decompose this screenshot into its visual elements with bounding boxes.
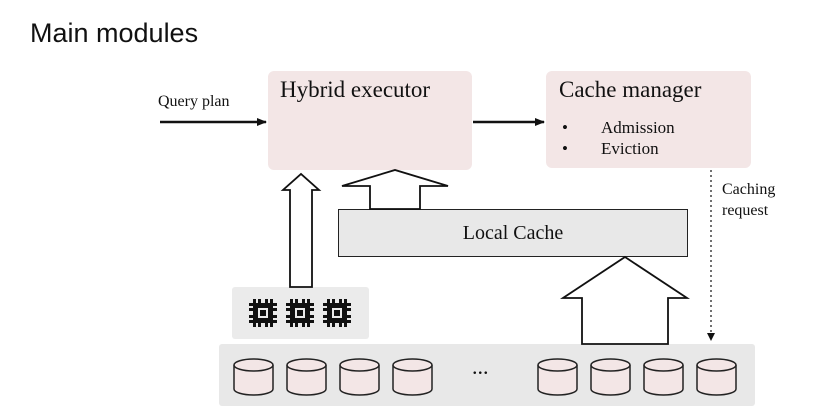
- database-cylinder-icon: [286, 358, 327, 396]
- ellipsis-label: ...: [472, 354, 489, 379]
- cpu-chip-icon: [286, 299, 314, 327]
- page-title: Main modules: [30, 18, 199, 48]
- cpu-panel: [232, 287, 369, 339]
- cpu-to-executor-arrow: [280, 172, 322, 288]
- database-cylinder-icon: [537, 358, 578, 396]
- hybrid-executor-box: Hybrid executor: [268, 71, 472, 170]
- database-cylinder-icon: [643, 358, 684, 396]
- hybrid-executor-label: Hybrid executor: [280, 77, 431, 102]
- caching-request-label: Caching request: [722, 181, 776, 219]
- database-cylinder-icon: [339, 358, 380, 396]
- bullet-admission: Admission: [601, 118, 675, 137]
- bullet-item: • Admission: [562, 117, 675, 138]
- cache-manager-box: Cache manager • Admission • Eviction: [546, 71, 751, 168]
- bullet-item: • Eviction: [562, 138, 675, 159]
- local-cache-label: Local Cache: [462, 222, 564, 244]
- cpu-chip-icon: [249, 299, 277, 327]
- database-cylinder-icon: [696, 358, 737, 396]
- database-cylinder-icon: [233, 358, 274, 396]
- cache-manager-label: Cache manager: [559, 77, 702, 102]
- cpu-chip-icon: [323, 299, 351, 327]
- bullet-dot-icon: •: [562, 139, 568, 158]
- database-cylinder-icon: [590, 358, 631, 396]
- cache-manager-bullets: • Admission • Eviction: [562, 117, 675, 159]
- query-plan-label: Query plan: [158, 93, 230, 110]
- storage-to-local-cache-arrow: [560, 255, 690, 345]
- bullet-eviction: Eviction: [601, 139, 659, 158]
- database-cylinder-icon: [392, 358, 433, 396]
- local-cache-box: Local Cache: [338, 209, 688, 257]
- storage-panel: ...: [219, 344, 755, 406]
- bullet-dot-icon: •: [562, 118, 568, 137]
- local-cache-to-executor-arrow: [341, 169, 449, 210]
